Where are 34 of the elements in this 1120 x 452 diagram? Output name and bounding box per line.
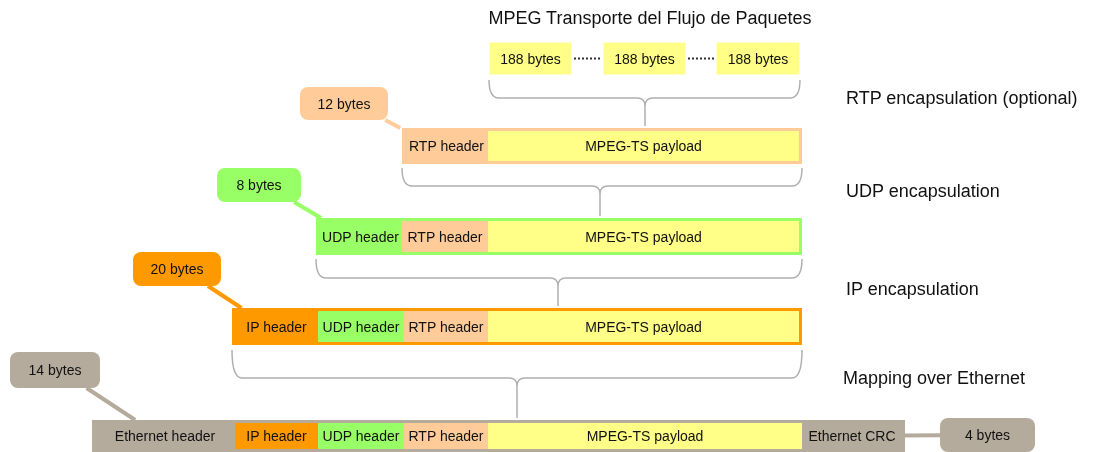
byte-count-callout: 8 bytes <box>217 168 301 202</box>
leader-line <box>85 386 137 422</box>
packet-field: 188 bytes <box>603 42 686 75</box>
leader-line <box>206 284 243 310</box>
packet-field: RTP header <box>404 311 488 342</box>
encapsulation-label: UDP encapsulation <box>846 181 1000 202</box>
packet-field: 188 bytes <box>489 42 572 75</box>
packet-field: IP header <box>235 423 318 449</box>
leader-line <box>903 433 942 438</box>
byte-count-callout: 12 bytes <box>300 87 388 120</box>
packet-field: MPEG-TS payload <box>488 423 802 449</box>
byte-count-callout: 20 bytes <box>133 252 221 286</box>
leader-line <box>384 118 402 130</box>
encapsulation-label: RTP encapsulation (optional) <box>846 88 1078 109</box>
packet-field: IP header <box>235 311 318 342</box>
encapsulation-label: Mapping over Ethernet <box>843 368 1026 389</box>
dotted-line <box>573 57 602 60</box>
packet-field: UDP header <box>318 311 404 342</box>
encapsulation-label: IP encapsulation <box>846 279 979 300</box>
packet-bar <box>92 420 905 452</box>
byte-count-callout: 4 bytes <box>940 418 1035 452</box>
packet-field: RTP header <box>404 423 488 449</box>
packet-field: UDP header <box>318 423 404 449</box>
packet-bar <box>316 218 802 255</box>
packet-field: UDP header <box>319 221 402 252</box>
dotted-line <box>687 57 715 60</box>
packet-field: 188 bytes <box>716 42 800 75</box>
packet-field: RTP header <box>405 131 488 161</box>
leader-line <box>293 200 323 220</box>
byte-count-callout: 14 bytes <box>10 352 100 388</box>
packet-field: RTP header <box>402 221 488 252</box>
packet-bar <box>402 128 802 164</box>
packet-bar <box>232 308 802 345</box>
diagram-title: MPEG Transporte del Flujo de Paquetes <box>488 8 812 29</box>
